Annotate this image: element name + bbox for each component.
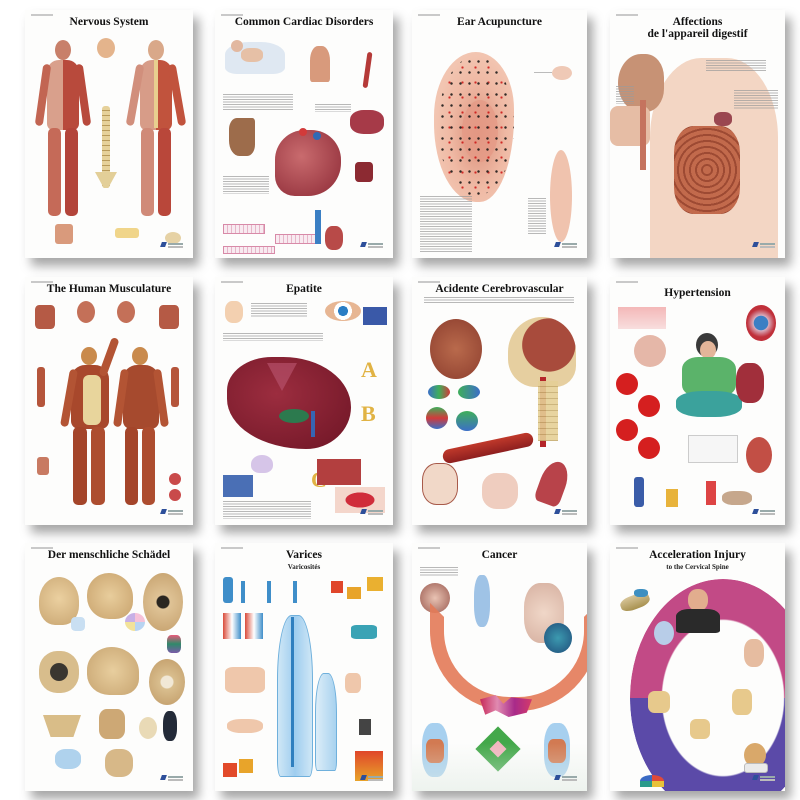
ecg-strip	[223, 224, 265, 234]
artery-illustration	[441, 431, 535, 465]
patient-illustration	[676, 333, 742, 423]
publisher-logo	[361, 242, 383, 250]
publisher-logo	[555, 242, 577, 250]
front-figure-illustration	[34, 40, 92, 220]
poster-code	[31, 281, 53, 283]
poster-human-skull[interactable]: Der menschliche Schädel	[25, 543, 193, 791]
body-figure-illustration	[474, 575, 490, 627]
poster-subtitle: to the Cervical Spine	[666, 563, 729, 571]
poster-title: Ear Acupuncture	[457, 16, 542, 28]
eye-illustration	[325, 301, 361, 321]
poster-cancer[interactable]: Cancer	[412, 543, 587, 791]
poster-title: The Human Musculature	[46, 283, 172, 295]
poster-title: Cancer	[481, 549, 518, 561]
brain-illustration	[430, 319, 482, 379]
brain-base-illustration	[97, 38, 115, 58]
lifestyle-illustration	[634, 477, 644, 507]
poster-code	[31, 14, 53, 16]
publisher-logo	[161, 775, 183, 783]
poster-digestive-disorders[interactable]: Affections de l'appareil digestif	[610, 10, 785, 258]
neck-brace-illustration	[744, 743, 766, 767]
poster-code	[418, 547, 440, 549]
publisher-logo	[753, 775, 775, 783]
poster-hepatitis[interactable]: Epatite A B C	[215, 277, 393, 525]
publisher-logo	[161, 509, 183, 517]
poster-code	[616, 547, 638, 549]
poster-title: Hypertension	[664, 287, 731, 299]
poster-code	[616, 281, 638, 283]
publisher-logo	[555, 509, 577, 517]
poster-cardiac-disorders[interactable]: Common Cardiac Disorders	[215, 10, 393, 258]
chest-pain-illustration	[310, 46, 330, 82]
poster-stroke[interactable]: Acidente Cerebrovascular	[412, 277, 587, 525]
poster-code	[418, 281, 440, 283]
leg-veins-illustration	[277, 615, 313, 777]
poster-title-line2: de l'appareil digestif	[647, 28, 748, 40]
letter-a: A	[361, 357, 377, 382]
man-illustration	[676, 589, 720, 633]
poster-title: Nervous System	[69, 16, 149, 28]
publisher-logo	[753, 242, 775, 250]
poster-title: Acceleration Injury	[649, 549, 746, 561]
heart-illustration	[275, 130, 341, 196]
red-blood-cells	[616, 373, 638, 395]
poster-code	[221, 547, 243, 549]
poster-human-musculature[interactable]: The Human Musculature	[25, 277, 193, 525]
vertebrae-illustration	[648, 691, 670, 713]
poster-title: Varices	[286, 549, 322, 561]
poster-title: Der menschliche Schädel	[47, 549, 171, 561]
intestines-illustration	[674, 126, 740, 214]
back-figure-illustration	[125, 40, 187, 220]
publisher-logo	[753, 509, 775, 517]
skull-profile-illustration	[508, 317, 576, 387]
poster-varicose-veins[interactable]: Varices Varicosités	[215, 543, 393, 791]
poster-title: Affections	[672, 16, 723, 28]
spine-diagram	[640, 775, 664, 787]
brain-illustration	[634, 335, 666, 367]
poster-code	[31, 547, 53, 549]
poster-code	[616, 14, 638, 16]
poster-code	[221, 281, 243, 283]
poster-ear-acupuncture[interactable]: Ear Acupuncture	[412, 10, 587, 258]
poster-nervous-system[interactable]: Nervous System	[25, 10, 193, 258]
publisher-logo	[555, 775, 577, 783]
publisher-logo	[161, 242, 183, 250]
vein-valve-illustrations	[223, 577, 233, 603]
letter-b: B	[361, 401, 376, 426]
poster-title: Epatite	[286, 283, 322, 295]
spine-illustration	[102, 106, 110, 188]
front-muscle-figure	[60, 336, 120, 507]
back-muscle-figure	[113, 347, 169, 507]
poster-title: Acidente Cerebrovascular	[435, 283, 564, 295]
poster-hypertension[interactable]: Hypertension	[610, 277, 785, 525]
poster-subtitle: Varicosités	[287, 563, 321, 571]
risk-table	[618, 307, 666, 329]
acupuncture-points	[438, 56, 514, 196]
publisher-logo	[361, 509, 383, 517]
poster-whiplash-injury[interactable]: Acceleration Injury to the Cervical Spin…	[610, 543, 785, 791]
poster-code	[221, 14, 243, 16]
poster-code	[418, 14, 440, 16]
publisher-logo	[361, 775, 383, 783]
poster-title: Common Cardiac Disorders	[234, 16, 374, 28]
ear-side-illustration	[550, 150, 572, 242]
